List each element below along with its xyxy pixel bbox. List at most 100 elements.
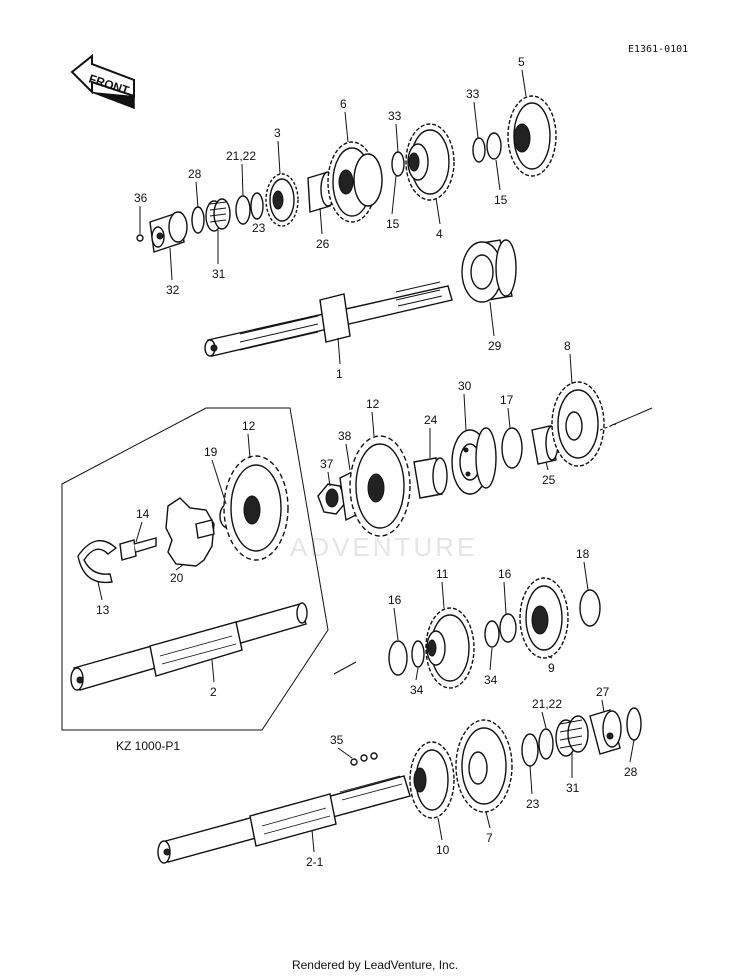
part-29-bearing	[461, 239, 517, 303]
front-arrow-icon: FRONT	[70, 53, 135, 110]
callout-32: 32	[166, 283, 180, 297]
part-16-circlip-a	[388, 640, 408, 676]
callout-9: 9	[548, 661, 555, 675]
callout-38: 38	[338, 429, 352, 443]
part-20-plate	[165, 497, 215, 567]
part-31-bearing-b	[555, 715, 589, 757]
callout-31-b: 31	[566, 781, 580, 795]
callout-28-b: 28	[624, 765, 638, 779]
kz1000-p1-inset	[61, 407, 329, 731]
part-18-ring	[579, 589, 601, 627]
top-row-callouts: 36 28 21,22 3 6 33 33 5 15 15 4 26 23 31…	[134, 55, 527, 381]
callout-23: 23	[252, 221, 266, 235]
part-23-ring-b	[521, 733, 539, 767]
top-gear-row	[136, 95, 557, 253]
callout-21-22: 21,22	[226, 149, 256, 163]
callout-27: 27	[596, 685, 610, 699]
callout-33-a: 33	[388, 109, 402, 123]
part-28-circlip	[191, 206, 205, 234]
callout-16-b: 16	[498, 567, 512, 581]
callout-4: 4	[436, 227, 443, 241]
part-23-ring	[250, 192, 264, 220]
callout-16-a: 16	[388, 593, 402, 607]
callout-6: 6	[340, 97, 347, 111]
callout-2: 2	[210, 685, 217, 699]
part-35-balls	[350, 752, 378, 766]
part-2-1-shaft	[157, 775, 411, 864]
callout-33-b: 33	[466, 87, 480, 101]
diagram-code: E1361-0101	[628, 44, 688, 55]
callout-18: 18	[576, 547, 590, 561]
middle-row-callouts: 8 30 17 24 12 38 37 25	[320, 339, 573, 487]
model-label: KZ 1000-P1	[116, 739, 180, 753]
inset-callouts: 12 19 14 20 13 2 KZ 1000-P1	[96, 419, 256, 753]
watermark: ADVENTURE	[290, 532, 477, 562]
callout-26: 26	[316, 237, 330, 251]
part-13-lockwasher	[77, 539, 118, 584]
callout-14: 14	[136, 507, 150, 521]
part-1-shaft	[204, 281, 453, 357]
callout-13: 13	[96, 603, 110, 617]
callout-15-b: 15	[494, 193, 508, 207]
callout-23-b: 23	[526, 797, 540, 811]
part-15-washer	[486, 132, 502, 160]
callout-20: 20	[170, 571, 184, 585]
callout-5: 5	[518, 55, 525, 69]
callout-37: 37	[320, 457, 334, 471]
part-12-sprocket	[349, 435, 411, 537]
callout-11: 11	[436, 567, 449, 581]
part-32-cap	[149, 211, 188, 253]
callout-17: 17	[500, 393, 514, 407]
part-17-ring	[501, 427, 523, 469]
part-31-bearing	[205, 198, 231, 232]
part-34-washer-a	[411, 640, 425, 668]
callout-35: 35	[330, 733, 344, 747]
part-30-bearing	[451, 427, 497, 495]
part-16-circlip-b	[499, 613, 517, 643]
callout-8: 8	[564, 339, 571, 353]
callout-30: 30	[458, 379, 472, 393]
middle-row	[317, 381, 653, 537]
lower-middle-row	[333, 577, 601, 689]
footer-credit: Rendered by LeadVenture, Inc.	[291, 958, 459, 972]
callout-12: 12	[366, 397, 380, 411]
callout-21-22-b: 21,22	[532, 697, 562, 711]
callout-28: 28	[188, 167, 202, 181]
part-6-gear	[327, 141, 383, 223]
part-21-22-washer-b	[538, 728, 554, 760]
part-2-shaft	[70, 602, 308, 691]
part-8-gear	[551, 381, 605, 467]
part-9-gear	[519, 577, 569, 659]
callout-15-a: 15	[386, 217, 400, 231]
part-7-gear	[455, 719, 513, 813]
part-33-circlip-b	[472, 137, 486, 163]
part-12-sprocket-inset	[223, 455, 289, 561]
part-21-22-washer	[235, 195, 251, 225]
callout-2-1: 2-1	[306, 855, 324, 869]
part-4-gear	[405, 123, 455, 201]
part-37-nut	[317, 483, 347, 515]
part-10-gear	[409, 741, 455, 819]
part-33-circlip-a	[391, 151, 405, 177]
part-36-pin	[136, 234, 144, 242]
callout-31: 31	[212, 267, 226, 281]
callout-1: 1	[336, 367, 343, 381]
part-27-cap	[589, 709, 622, 755]
callout-7: 7	[486, 831, 493, 845]
callout-12-inset: 12	[242, 419, 256, 433]
part-3-gear	[265, 173, 299, 227]
bottom-row-callouts: 35 21,22 27 23 31 28 10 7 2-1	[306, 685, 638, 869]
part-11-gear	[425, 607, 475, 689]
part-34-washer-b	[484, 620, 500, 648]
part-14-bolt	[119, 537, 157, 561]
callout-3: 3	[274, 126, 281, 140]
callout-36: 36	[134, 191, 148, 205]
bottom-row	[157, 707, 642, 864]
callout-34-b: 34	[484, 673, 498, 687]
callout-29: 29	[488, 339, 502, 353]
part-5-gear	[507, 95, 557, 177]
part-28-circlip-b	[626, 707, 642, 741]
callout-10: 10	[436, 843, 450, 857]
part-24-collar	[413, 457, 448, 499]
callout-19: 19	[204, 445, 218, 459]
